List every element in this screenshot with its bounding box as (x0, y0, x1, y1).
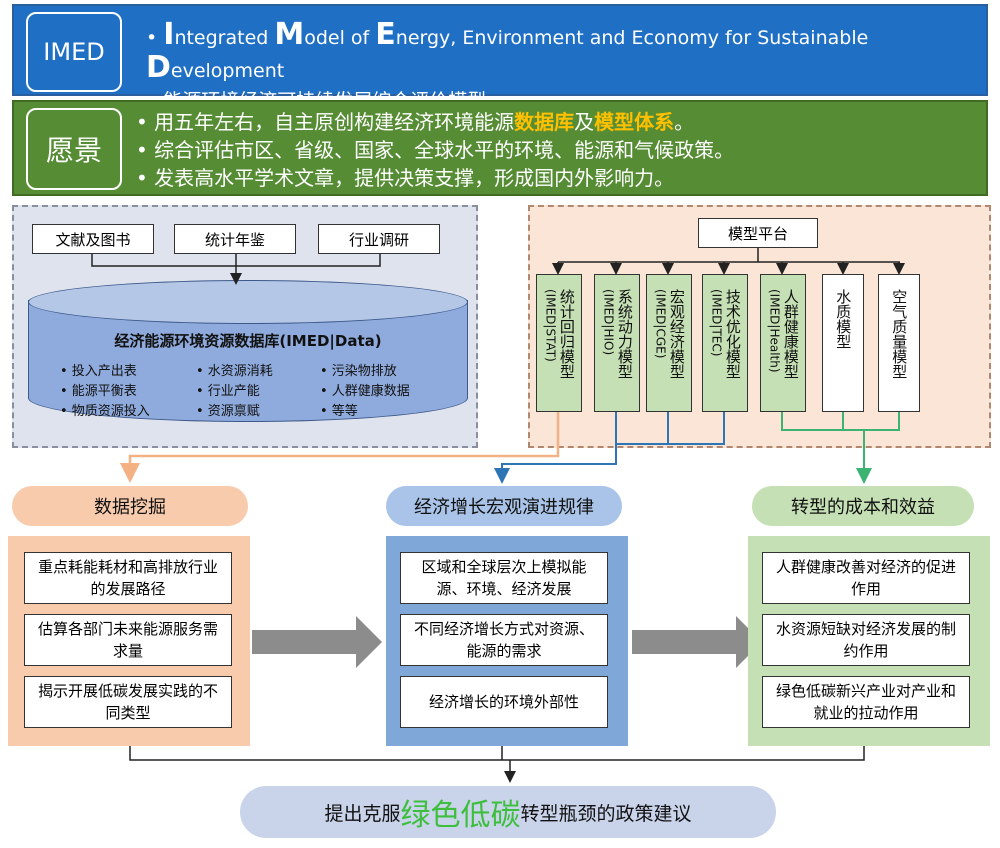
database-title: 经济能源环境资源数据库(IMED|Data) (114, 332, 382, 350)
model-hio: 系统动力模型(IMED|HIO) (594, 274, 640, 412)
db-items-col-1: • 投入产出表 • 能源平衡表 • 物质资源投入 (60, 362, 150, 422)
db-item: • 污染物排放 (320, 364, 397, 379)
vision-text: • 用五年左右，自主原创构建经济环境能源数据库及模型体系。 • 综合评估市区、省… (136, 108, 734, 192)
db-item: • 物质资源投入 (60, 404, 150, 419)
macro-item: 经济增长的环境外部性 (400, 676, 608, 728)
db-item: • 等等 (320, 404, 358, 419)
database-cylinder-top (28, 280, 468, 324)
cost-item: 人群健康改善对经济的促进作用 (762, 552, 970, 604)
cost-item: 绿色低碳新兴产业对产业和就业的拉动作用 (762, 676, 970, 728)
db-items-col-2: • 水资源消耗 • 行业产能 • 资源禀赋 (196, 362, 273, 422)
mining-item: 估算各部门未来能源服务需求量 (24, 614, 232, 666)
source-literature: 文献及图书 (32, 224, 154, 254)
db-item: • 水资源消耗 (196, 364, 273, 379)
vision-line-2: • 综合评估市区、省级、国家、全球水平的环境、能源和气候政策。 (136, 138, 735, 162)
model-air: 空气质量模型 (878, 274, 920, 412)
db-items-col-3: • 污染物排放 • 人群健康数据 • 等等 (320, 362, 410, 422)
pill-macro-evolution: 经济增长宏观演进规律 (386, 486, 622, 526)
mining-item: 揭示开展低碳发展实践的不同类型 (24, 676, 232, 728)
db-item: • 资源禀赋 (196, 404, 260, 419)
imed-banner: IMED • Integrated Model of Energy, Envir… (12, 4, 988, 112)
db-item: • 能源平衡表 (60, 384, 137, 399)
macro-item: 不同经济增长方式对资源、能源的需求 (400, 614, 608, 666)
model-stat: 统计回归模型(IMED|STAT) (536, 274, 582, 412)
imed-label: IMED (26, 12, 122, 92)
vision-label: 愿景 (26, 108, 122, 190)
db-item: • 行业产能 (196, 384, 260, 399)
db-item: • 投入产出表 (60, 364, 137, 379)
vision-line-3: • 发表高水平学术文章，提供决策支撑，形成国内外影响力。 (136, 166, 675, 190)
model-health: 人群健康模型(IMED|Health) (760, 274, 806, 412)
mining-item: 重点耗能耗材和高排放行业的发展路径 (24, 552, 232, 604)
model-cge: 宏观经济模型(IMED|CGE) (646, 274, 692, 412)
source-yearbook: 统计年鉴 (174, 224, 296, 254)
vision-banner: 愿景 • 用五年左右，自主原创构建经济环境能源数据库及模型体系。 • 综合评估市… (12, 100, 988, 196)
pill-data-mining: 数据挖掘 (12, 486, 248, 526)
vision-line-1: • 用五年左右，自主原创构建经济环境能源数据库及模型体系。 (136, 110, 695, 134)
pill-cost-benefit: 转型的成本和效益 (752, 486, 974, 526)
model-platform: 模型平台 (698, 218, 818, 248)
source-survey: 行业调研 (318, 224, 440, 254)
imed-english-name: • Integrated Model of Energy, Environmen… (146, 17, 869, 85)
model-water: 水质模型 (822, 274, 864, 412)
db-item: • 人群健康数据 (320, 384, 410, 399)
cost-item: 水资源短缺对经济发展的制约作用 (762, 614, 970, 666)
policy-recommendation: 提出克服绿色低碳转型瓶颈的政策建议 (240, 786, 776, 838)
macro-item: 区域和全球层次上模拟能源、环境、经济发展 (400, 552, 608, 604)
model-tec: 技术优化模型(IMED|TEC) (702, 274, 748, 412)
